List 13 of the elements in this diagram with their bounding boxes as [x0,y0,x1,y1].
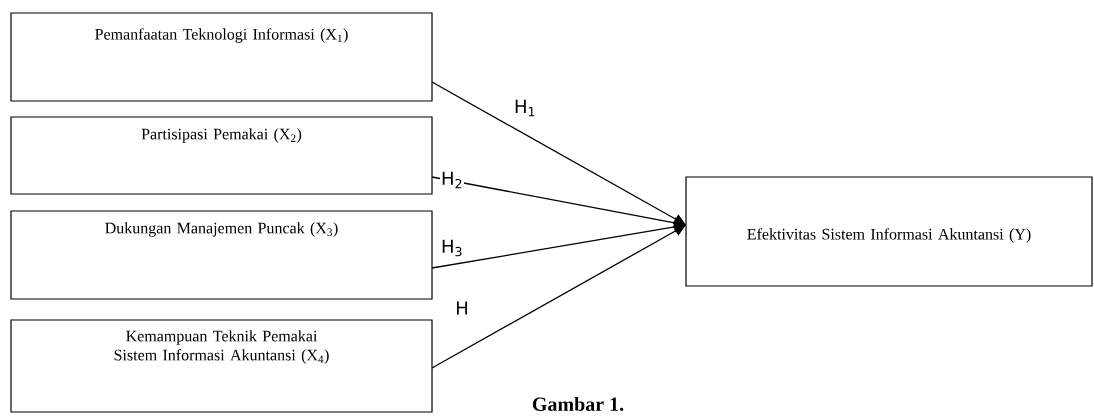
variable-box: Dukungan Manajemen Puncak (X$_{3}$) [10,210,433,300]
arrow [431,221,686,269]
arrow [431,81,686,225]
arrow [431,225,686,369]
variable-box: Efektivitas Sistem Informasi Akuntansi (Y) [685,176,1093,287]
edge-label: H$_{2}$ [440,170,465,190]
variable-box: Pemanfaatan Teknologi Informasi (X$_{1}$) [10,12,433,102]
edge-label: H [454,300,470,316]
caption: Gambar 1. [532,396,624,412]
edge-label: H$_{1}$ [513,98,538,118]
variable-box: Partisipasi Pemakai (X$_{2}$) [10,116,433,195]
variable-box: Kemampuan Teknik Pemakai Sistem Informasi Akuntansi (X$_{4}$) [10,319,433,413]
edge-label: H$_{3}$ [440,238,465,258]
